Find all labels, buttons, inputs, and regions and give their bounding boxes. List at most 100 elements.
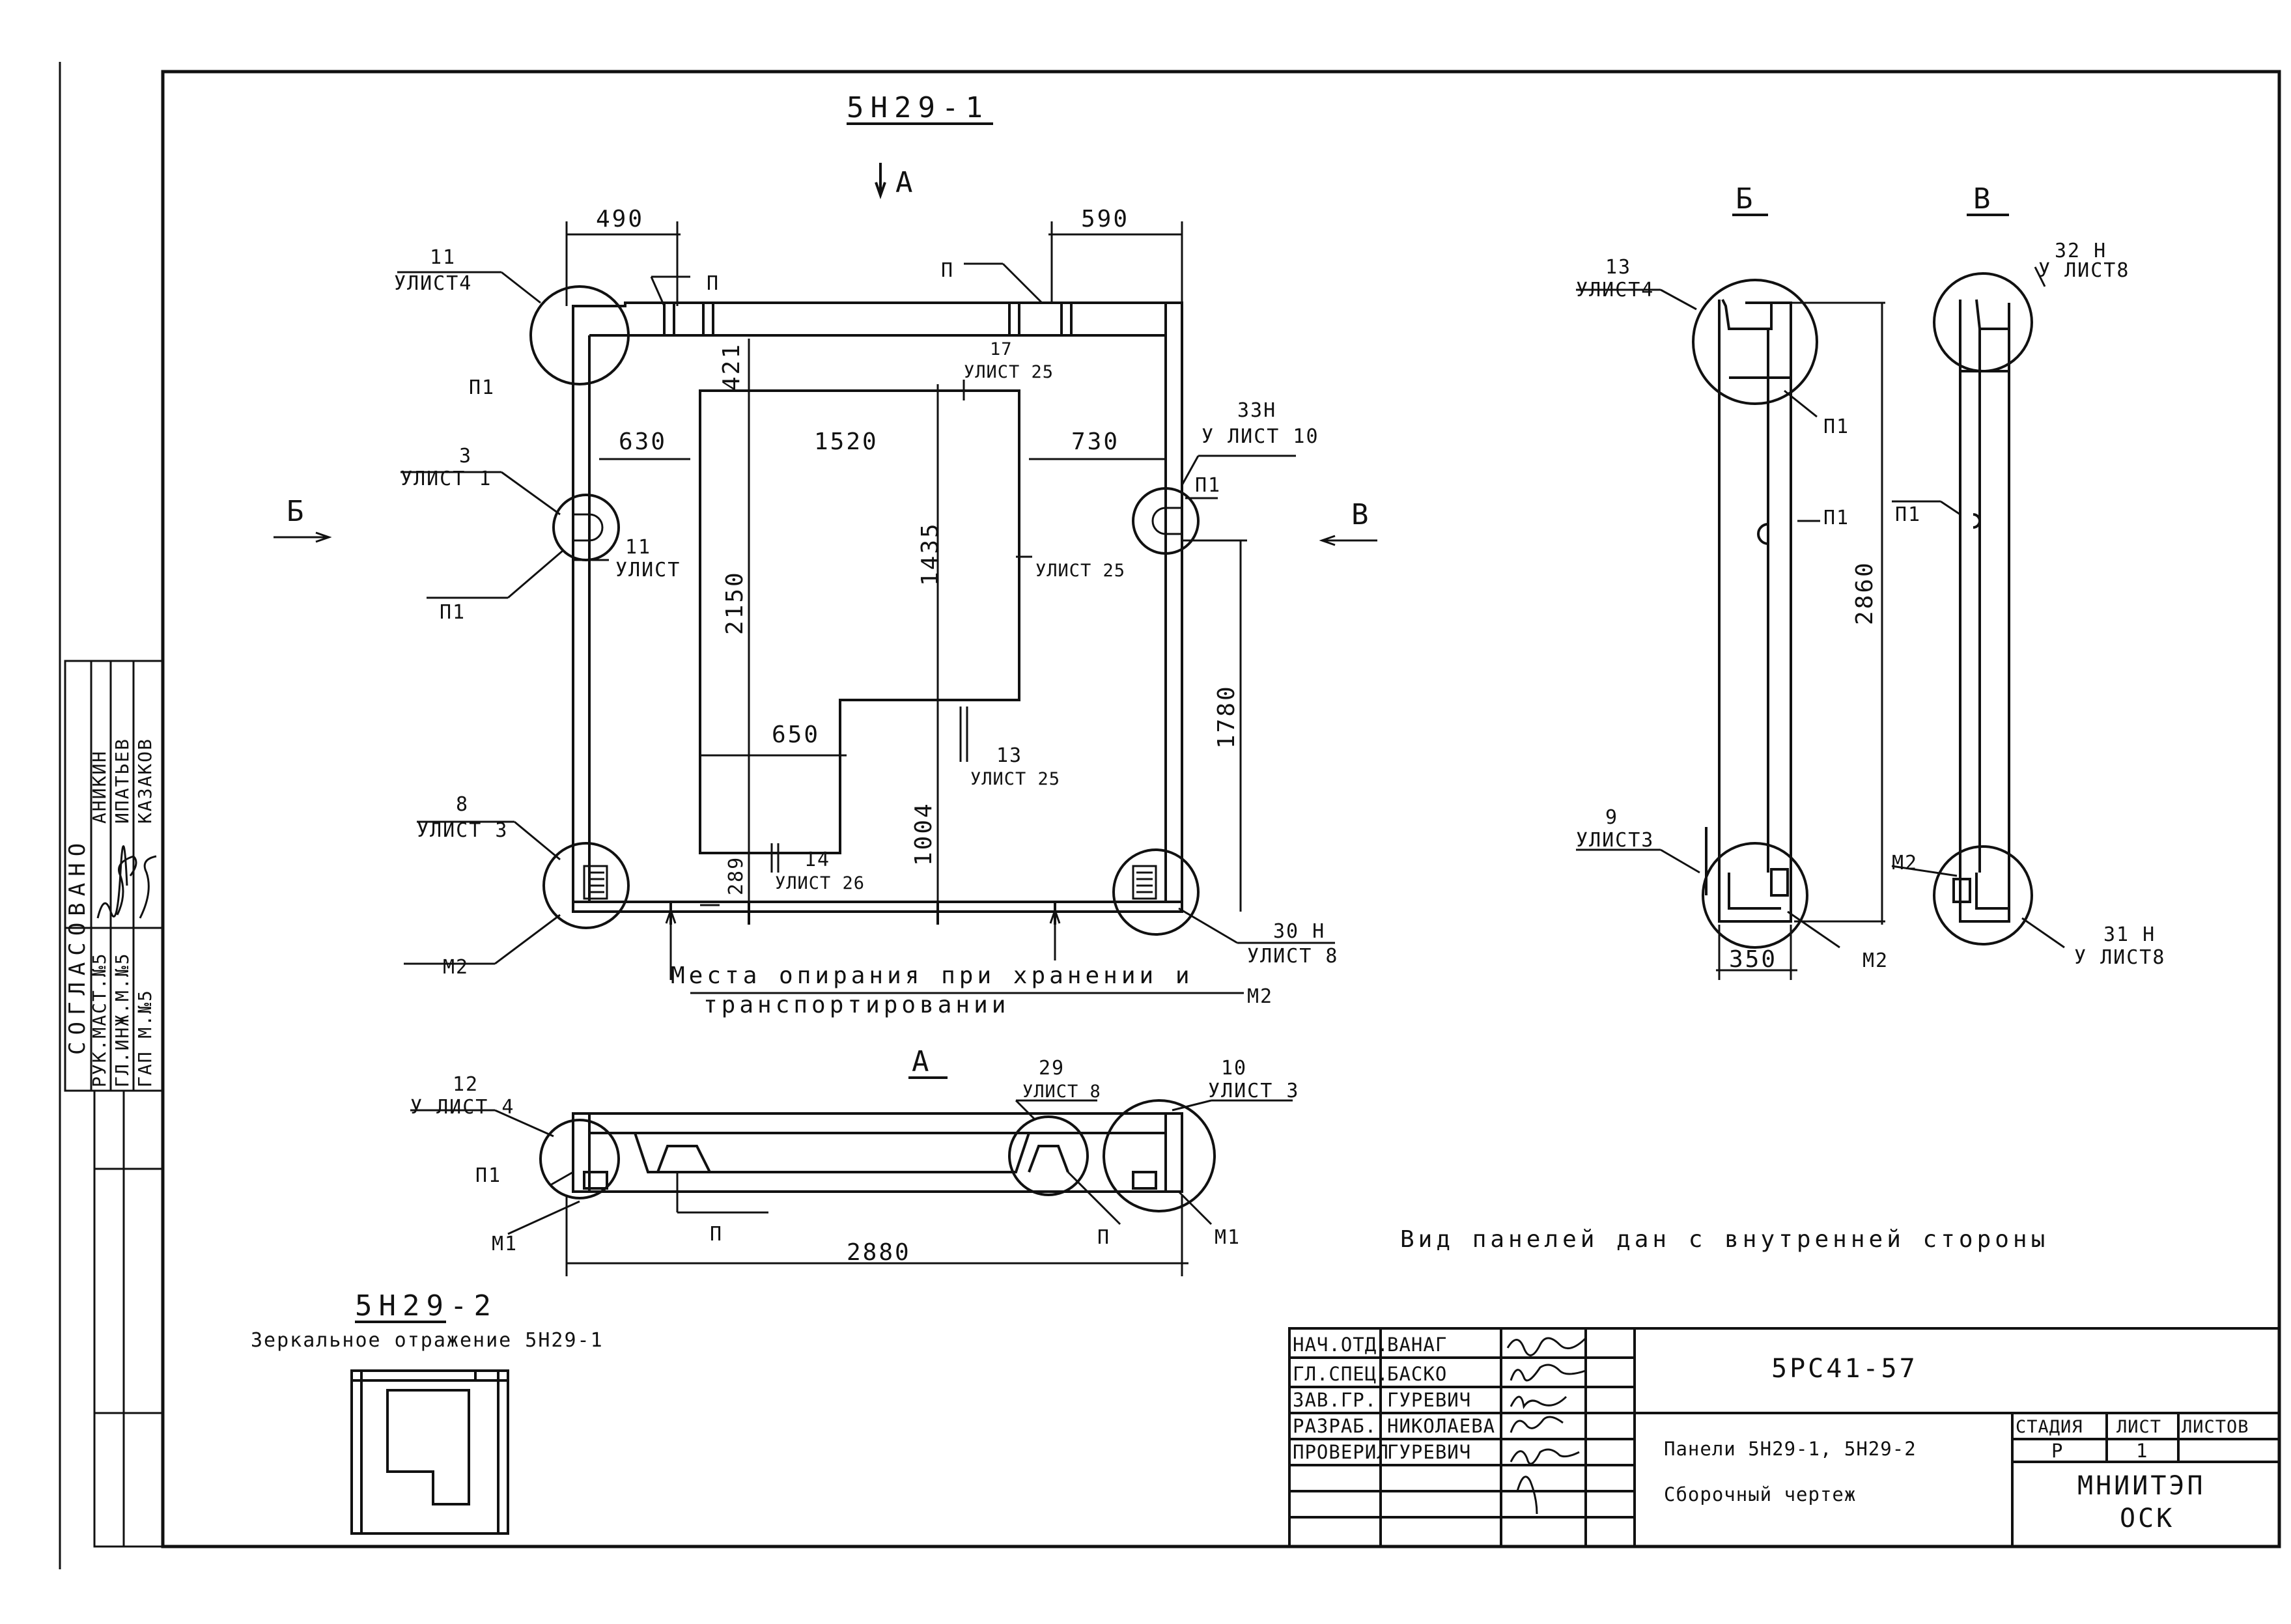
tb-role-3: ЗАВ.ГР. <box>1293 1389 1377 1411</box>
callout-13-b-num: 13 <box>1605 256 1631 279</box>
mark-p1-plan-left: П1 <box>440 601 466 624</box>
view-b-title: Б <box>1736 182 1760 216</box>
mark-p-section-a-right: П <box>1097 1226 1110 1249</box>
tb-role-4: РАЗРАБ. <box>1293 1415 1377 1437</box>
section-a-arrow-label: А <box>895 166 920 199</box>
callout-30-num: 30 Н <box>1273 920 1325 943</box>
mark-p-section-a-left: П <box>710 1223 723 1246</box>
dim-1780: 1780 <box>1213 684 1240 749</box>
tb-signatures <box>1506 1337 1587 1515</box>
section-a-cut-mark <box>875 163 886 200</box>
callout-29-num: 29 <box>1039 1057 1065 1080</box>
callout-13-plan-num: 13 <box>996 744 1022 767</box>
dim-421: 421 <box>718 343 745 391</box>
view-v-title: В <box>1973 182 1997 216</box>
plan-leaders <box>397 262 1335 965</box>
dim-2150: 2150 <box>722 570 748 635</box>
callout-11-mid-num: 11 <box>625 536 651 559</box>
callout-31-ref: У ЛИСТ8 <box>2074 946 2165 969</box>
mirror-title: 5Н29-2 <box>355 1289 498 1323</box>
tb-org-line2: ОСК <box>2120 1504 2174 1533</box>
tb-name-5: ГУРЕВИЧ <box>1387 1441 1471 1463</box>
dim-490: 490 <box>596 206 644 232</box>
callout-31-num: 31 Н <box>2103 923 2156 946</box>
section-a-leaders <box>410 1099 1293 1276</box>
callout-11-mid-ref: УЛИСТ <box>615 559 681 581</box>
mark-m2-view-v: М2 <box>1892 852 1918 875</box>
callout-32-ref: У ЛИСТ8 <box>2038 259 2129 282</box>
side-stamp-role-3: ГАП М.№5 <box>134 989 156 1087</box>
callout-29-ref: УЛИСТ 8 <box>1022 1082 1101 1102</box>
tb-stage-label: СТАДИЯ <box>2016 1417 2083 1437</box>
tb-name-2: БАСКО <box>1387 1363 1447 1385</box>
embedded-parts-plan <box>573 507 1182 900</box>
dim-2880: 2880 <box>847 1239 911 1266</box>
inside-view-note: Вид панелей дан с внутренней стороны <box>1400 1226 2049 1253</box>
mark-m1-section-a-left: М1 <box>492 1233 518 1255</box>
dim-630: 630 <box>619 428 667 455</box>
callout-3-num: 3 <box>459 445 472 468</box>
callout-25-ref: УЛИСТ 25 <box>1035 561 1125 581</box>
mark-p1-plan-right: П1 <box>1195 474 1221 497</box>
view-arrows <box>274 531 1377 546</box>
side-stamp-name-3: КАЗАКОВ <box>134 738 156 824</box>
dim-350: 350 <box>1729 946 1777 973</box>
section-a-title: А <box>912 1045 936 1078</box>
view-b-arrow-label: Б <box>287 495 311 528</box>
side-stamp-role-2: ГЛ.ИНЖ.М.№5 <box>111 953 133 1087</box>
title-block-grid <box>1288 1327 2281 1548</box>
dim-1520: 1520 <box>814 428 878 455</box>
side-stamp-name-2: ИПАТЬЕВ <box>111 738 133 824</box>
callout-12-ref: У ЛИСТ 4 <box>410 1096 515 1119</box>
tb-role-1: НАЧ.ОТД. <box>1293 1334 1389 1356</box>
callout-11-top-ref: УЛИСТ4 <box>394 272 472 295</box>
support-note-leaders <box>665 907 1244 994</box>
view-v-leaders <box>1891 266 2065 949</box>
side-stamp-signatures <box>96 845 157 919</box>
view-b-leaders <box>1576 288 1885 980</box>
callout-17-num: 17 <box>990 339 1013 359</box>
mark-m2-plan-left: М2 <box>443 956 469 979</box>
support-note-line1: Места опирания при хранении и <box>671 962 1194 989</box>
callout-33-ref: У ЛИСТ 10 <box>1202 425 1319 448</box>
dim-1435: 1435 <box>917 522 944 586</box>
mirror-thumbnail <box>350 1369 509 1535</box>
callout-8-num: 8 <box>456 793 469 816</box>
callout-33-num: 33Н <box>1237 399 1276 422</box>
plan-dimension-lines <box>565 221 1247 912</box>
dim-2860: 2860 <box>1851 561 1878 625</box>
tb-sheets-label: ЛИСТОВ <box>2182 1417 2249 1437</box>
callout-17-ref: УЛИСТ 25 <box>964 362 1054 382</box>
frame-border <box>161 70 2281 1548</box>
callout-3-ref: УЛИСТ 1 <box>401 468 492 490</box>
dim-1004: 1004 <box>910 802 937 866</box>
view-v-side-elevation <box>1933 272 2033 945</box>
tb-name-4: НИКОЛАЕВА <box>1387 1415 1495 1437</box>
section-a-view <box>539 1099 1216 1212</box>
tb-org-line1: МНИИТЭП <box>2077 1471 2206 1501</box>
mark-p-plan-right: П <box>941 259 954 282</box>
tb-role-5: ПРОВЕРИЛ <box>1293 1441 1389 1463</box>
mark-m1-section-a-right: М1 <box>1215 1226 1241 1249</box>
panel-plan <box>572 301 1183 925</box>
tb-stage-value: Р <box>2051 1440 2063 1462</box>
callout-10-num: 10 <box>1221 1057 1247 1080</box>
mark-p1-view-v: П1 <box>1895 503 1921 526</box>
callout-13-b-ref: УЛИСТ4 <box>1576 279 1654 301</box>
callout-13-plan-ref: УЛИСТ 25 <box>970 769 1060 789</box>
callout-8-ref: УЛИСТ 3 <box>417 819 508 842</box>
side-stamp-name-1: АНИКИН <box>89 750 110 824</box>
callout-30-ref: УЛИСТ 8 <box>1247 945 1338 968</box>
tb-name-line2: Сборочный чертеж <box>1664 1483 1856 1505</box>
callout-32-num: 32 Н <box>2055 240 2107 262</box>
dim-730: 730 <box>1071 428 1119 455</box>
mark-p1-section-a: П1 <box>475 1164 501 1187</box>
tb-sheet-value: 1 <box>2136 1440 2148 1462</box>
callout-9-ref: УЛИСТ3 <box>1576 829 1654 852</box>
side-approval-stamp <box>64 660 164 1548</box>
side-stamp-role-1: РУК.МАСТ.№5 <box>89 953 110 1087</box>
callout-14-ref: УЛИСТ 26 <box>775 873 865 893</box>
callout-11-top-num: 11 <box>430 246 456 269</box>
tb-name-line1: Панели 5Н29-1, 5Н29-2 <box>1664 1438 1917 1460</box>
